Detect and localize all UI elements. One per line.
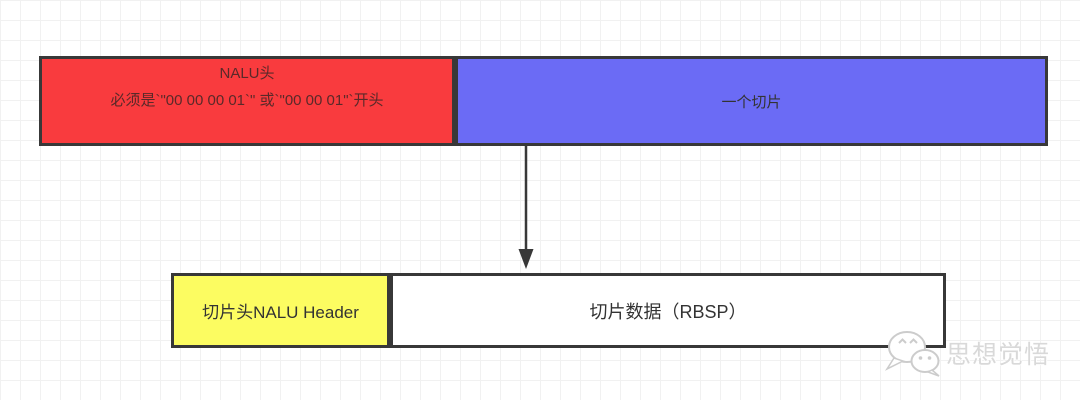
down-arrow — [518, 145, 534, 269]
wechat-icon — [884, 331, 940, 377]
watermark: 思想觉悟 — [884, 329, 1050, 377]
slice-data-box: 切片数据（RBSP） — [390, 273, 946, 348]
slice-data-label: 切片数据（RBSP） — [589, 301, 747, 322]
slice-box-label: 一个切片 — [721, 93, 782, 111]
slice-header-box: 切片头NALU Header — [171, 273, 390, 348]
nalu-box-subtitle: 必须是`"00 00 00 01`" 或`"00 00 01"`开头 — [110, 92, 384, 109]
nalu-box-title: NALU头 — [219, 65, 275, 82]
nalu-header-box: NALU头 必须是`"00 00 00 01`" 或`"00 00 01"`开头 — [39, 56, 455, 146]
slice-box: 一个切片 — [455, 56, 1048, 146]
slice-header-label: 切片头NALU Header — [202, 303, 359, 322]
watermark-text: 思想觉悟 — [946, 341, 1051, 369]
